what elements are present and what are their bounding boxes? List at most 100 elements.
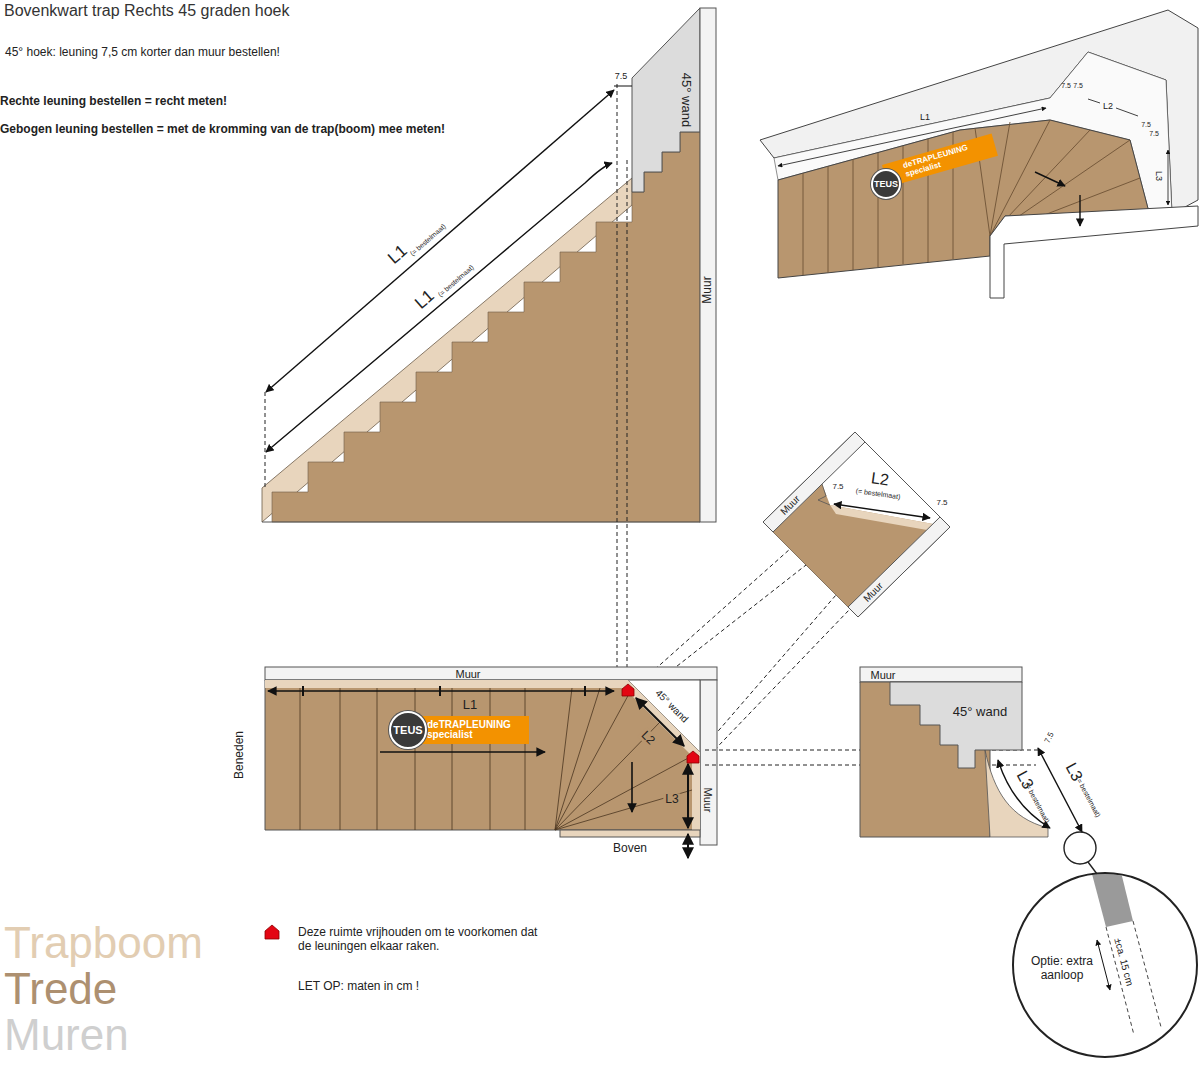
magnifier bbox=[1064, 832, 1161, 1035]
option-text: Optie: extra aanloop bbox=[1016, 954, 1108, 983]
wall-label: 45° wand bbox=[679, 73, 693, 127]
logo-text: deTRAPLEUNING specialist bbox=[427, 720, 525, 741]
plan-view-part-part bbox=[452, 688, 453, 830]
plan-view-part bbox=[302, 686, 304, 696]
perspective-view bbox=[760, 10, 1198, 298]
l3-detail-part bbox=[985, 750, 1048, 837]
dimension: 7.5 bbox=[832, 483, 843, 492]
note: Gebogen leuning bestellen = met de kromm… bbox=[0, 123, 445, 136]
magnifier-part-part bbox=[1092, 868, 1133, 927]
wall-label: Muur bbox=[455, 668, 480, 680]
perspective-view-part bbox=[803, 120, 1140, 275]
perspective-view-part-part bbox=[803, 173, 804, 275]
legend-marker bbox=[265, 925, 279, 939]
elevation-view-part bbox=[617, 84, 618, 686]
plan-view-part-part bbox=[525, 688, 526, 830]
direction-label: Beneden bbox=[233, 731, 246, 779]
plan-view-part-part bbox=[555, 722, 660, 830]
legend-text: Trede bbox=[4, 965, 117, 1013]
logo-text: TEUS bbox=[393, 725, 422, 736]
title: Bovenkwart trap Rechts 45 graden hoek bbox=[4, 2, 290, 20]
dimension: 7.5 bbox=[1044, 731, 1057, 745]
logo-circle: TEUS bbox=[871, 169, 901, 199]
dimension: 7.5 bbox=[615, 72, 628, 82]
perspective-view-part bbox=[1116, 108, 1138, 116]
l3-detail-part bbox=[860, 667, 1022, 682]
elevation-view-part bbox=[614, 86, 632, 87]
magnifier-part-part bbox=[1097, 940, 1110, 990]
l2-detail-part bbox=[834, 504, 930, 518]
perspective-view-part bbox=[1088, 99, 1100, 103]
dimension-name: L2 bbox=[1103, 102, 1113, 112]
legend-text: Trapboom bbox=[4, 919, 203, 967]
perspective-view-part bbox=[990, 206, 1198, 298]
logo-circle: TEUS bbox=[389, 711, 427, 749]
option-circle: Optie: extra aanloop±ca. 15 cm bbox=[1012, 872, 1198, 1058]
magnifier-part-part bbox=[1133, 921, 1161, 1027]
note: LET OP: maten in cm ! bbox=[298, 980, 419, 993]
plan-view-part-part bbox=[555, 688, 572, 830]
plan-view-part bbox=[687, 751, 699, 763]
elevation-view-part bbox=[266, 163, 612, 452]
elevation-view-part bbox=[262, 522, 700, 523]
l2-detail-part bbox=[700, 595, 836, 752]
dimension-name: L1 bbox=[920, 113, 930, 123]
perspective-view-part-part bbox=[853, 159, 854, 270]
note: Rechte leuning bestellen = recht meten! bbox=[0, 95, 227, 108]
direction-label: Boven bbox=[613, 842, 647, 855]
magnifier-part bbox=[1092, 868, 1161, 1035]
l2-detail-part bbox=[773, 484, 933, 607]
dimension-name: L3 bbox=[1153, 171, 1163, 181]
l2-detail-part bbox=[700, 609, 850, 765]
plan-view-part bbox=[687, 834, 689, 858]
legend-marker-part bbox=[265, 925, 279, 939]
l2-detail-part bbox=[818, 484, 830, 505]
plan-view-part bbox=[622, 684, 634, 696]
wall-label: Muur bbox=[870, 669, 895, 681]
plan-view-part-part bbox=[490, 688, 491, 830]
dimension-name: L2 bbox=[870, 469, 890, 489]
plan-view-part-part bbox=[555, 790, 692, 830]
dimension-name: L1 bbox=[385, 242, 412, 269]
plan-view-part bbox=[265, 680, 700, 830]
plan-view bbox=[265, 667, 1040, 858]
plan-view-part bbox=[687, 764, 689, 828]
l3-detail-part bbox=[998, 760, 1050, 828]
l2-detail-part bbox=[830, 505, 933, 530]
plan-view-part-part bbox=[300, 688, 301, 830]
plan-view-part bbox=[300, 688, 692, 830]
plan-view-part bbox=[631, 762, 633, 812]
perspective-view-part bbox=[1035, 172, 1065, 186]
plan-view-part-part bbox=[415, 688, 416, 830]
logo-text: TEUS bbox=[874, 180, 898, 189]
wall-label: 45° wand bbox=[953, 705, 1007, 719]
l3-detail-part bbox=[890, 682, 1022, 768]
elevation-view-part bbox=[700, 8, 716, 522]
perspective-view-part bbox=[778, 120, 1150, 278]
dimension-name: L3 bbox=[663, 793, 680, 806]
elevation-view-part bbox=[265, 392, 266, 490]
perspective-view-part-part bbox=[828, 166, 829, 273]
legend-text: Deze ruimte vrijhouden om te voorkomen d… bbox=[298, 925, 548, 954]
l2-detail-part bbox=[763, 432, 950, 617]
plan-view-part bbox=[584, 686, 586, 696]
plan-view-part-part bbox=[555, 756, 692, 830]
dimension-note: (= bestelmaat) bbox=[1074, 775, 1102, 818]
dimension: 7.5 bbox=[936, 499, 947, 508]
plan-view-part-part bbox=[377, 688, 378, 830]
dimension: 7.5 bbox=[1073, 82, 1083, 90]
wall-label: Muur bbox=[701, 276, 714, 303]
legend-swatch: Trapboom bbox=[4, 919, 203, 967]
legend-swatch: Trede bbox=[4, 965, 117, 1013]
wall-label: Muur bbox=[702, 787, 714, 812]
dimension: 7.5 bbox=[1149, 130, 1159, 138]
plan-view-part bbox=[265, 667, 717, 680]
perspective-view-part bbox=[1168, 150, 1169, 205]
plan-view-part bbox=[265, 680, 700, 830]
plan-view-part bbox=[700, 680, 717, 845]
l2-detail-part bbox=[848, 517, 950, 617]
elevation-view-part bbox=[632, 8, 700, 192]
plan-view-part bbox=[439, 686, 441, 696]
dimension: 7.5 bbox=[1141, 121, 1151, 129]
note: 45° hoek: leuning 7,5 cm korter dan muur… bbox=[5, 46, 280, 59]
